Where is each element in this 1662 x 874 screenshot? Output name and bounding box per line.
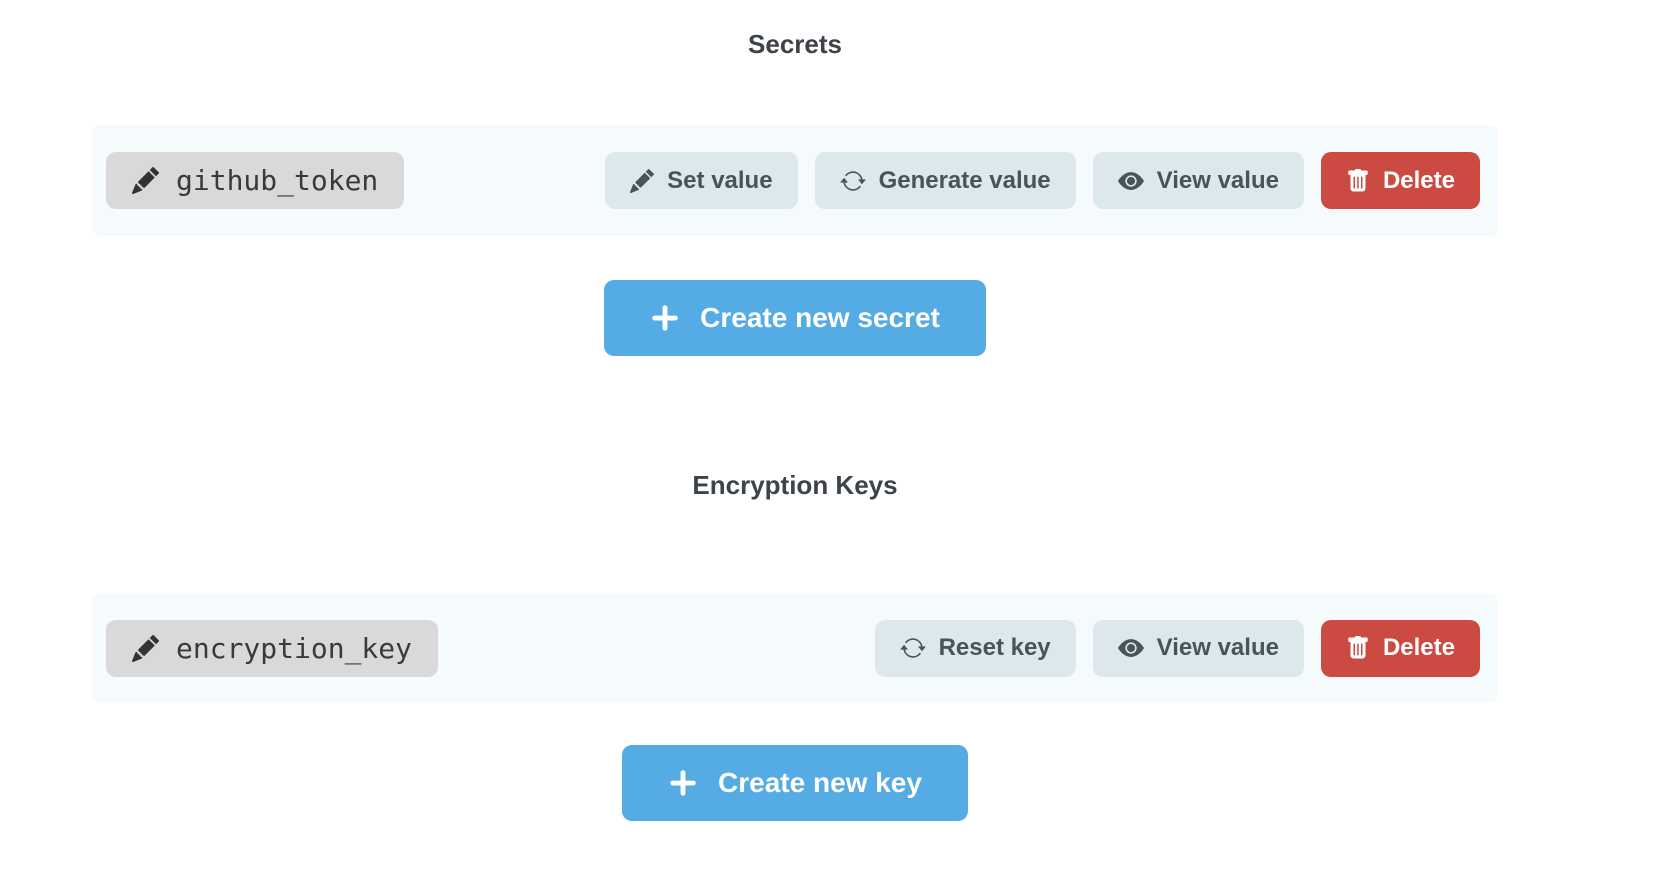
key-actions: Reset key View value Delete bbox=[874, 619, 1480, 677]
plus-icon bbox=[668, 768, 698, 798]
create-new-key-button[interactable]: Create new key bbox=[622, 745, 968, 821]
trash-icon bbox=[1346, 636, 1370, 660]
pencil-icon bbox=[132, 635, 159, 662]
create-new-secret-label: Create new secret bbox=[700, 302, 940, 333]
delete-secret-button[interactable]: Delete bbox=[1320, 152, 1480, 209]
view-value-button[interactable]: View value bbox=[1092, 152, 1304, 209]
view-key-value-button[interactable]: View value bbox=[1092, 619, 1304, 677]
secrets-heading: Secrets bbox=[748, 29, 842, 59]
encryption-key-row: encryption_key Reset key View value Dele… bbox=[92, 594, 1498, 702]
key-name-label: encryption_key bbox=[176, 631, 413, 665]
view-key-value-label: View value bbox=[1156, 634, 1279, 661]
trash-icon bbox=[1346, 169, 1370, 193]
refresh-icon bbox=[840, 168, 866, 194]
secret-name-label: github_token bbox=[176, 164, 379, 197]
secrets-page: Secrets github_token Set value Generate … bbox=[92, 0, 1498, 821]
encryption-keys-heading: Encryption Keys bbox=[692, 470, 898, 500]
pencil-icon bbox=[132, 167, 159, 194]
secret-name-pill[interactable]: github_token bbox=[106, 152, 405, 209]
view-value-label: View value bbox=[1156, 166, 1279, 194]
eye-icon bbox=[1118, 635, 1144, 661]
reset-key-button[interactable]: Reset key bbox=[874, 619, 1076, 677]
generate-value-label: Generate value bbox=[878, 166, 1051, 194]
set-value-button[interactable]: Set value bbox=[605, 152, 798, 209]
delete-secret-label: Delete bbox=[1382, 166, 1455, 194]
generate-value-button[interactable]: Generate value bbox=[814, 152, 1076, 209]
secret-actions: Set value Generate value View value Dele… bbox=[605, 152, 1480, 209]
create-key-container: Create new key bbox=[92, 745, 1498, 821]
secret-row: github_token Set value Generate value Vi… bbox=[92, 125, 1498, 236]
delete-key-label: Delete bbox=[1382, 634, 1455, 661]
plus-icon bbox=[650, 303, 680, 333]
key-name-pill[interactable]: encryption_key bbox=[106, 619, 439, 677]
eye-icon bbox=[1118, 168, 1144, 194]
create-secret-container: Create new secret bbox=[92, 280, 1498, 356]
reset-key-label: Reset key bbox=[938, 634, 1051, 661]
delete-key-button[interactable]: Delete bbox=[1320, 619, 1480, 677]
set-value-label: Set value bbox=[667, 166, 773, 194]
refresh-icon bbox=[900, 635, 926, 661]
pencil-icon bbox=[630, 169, 654, 193]
create-new-secret-button[interactable]: Create new secret bbox=[604, 280, 986, 356]
create-new-key-label: Create new key bbox=[718, 767, 922, 798]
